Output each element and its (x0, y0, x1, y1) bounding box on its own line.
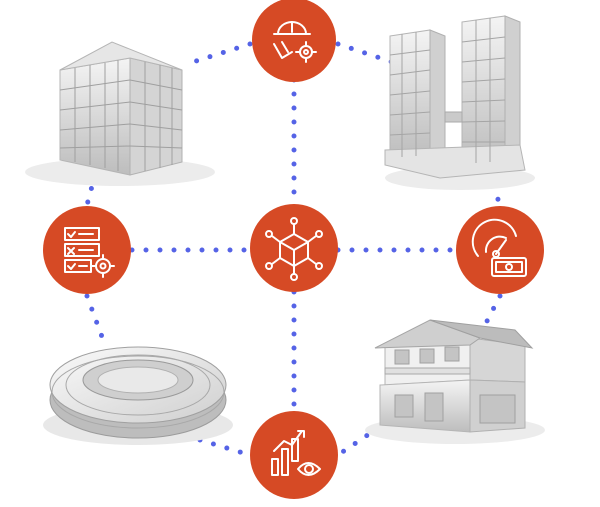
stadium-image (43, 346, 233, 445)
connector-top-towers (335, 41, 398, 66)
connector-right-house (482, 293, 503, 328)
node-center-model[interactable] (250, 204, 338, 292)
house-image (365, 319, 545, 444)
node-bottom-analytics[interactable] (250, 411, 338, 499)
office-building-image (25, 41, 215, 186)
gauge-money-icon (471, 218, 527, 277)
3d-cube-network-icon (265, 217, 323, 281)
node-top-safety[interactable] (252, 0, 336, 82)
checklist-gear-icon (64, 227, 115, 278)
bar-chart-eye-icon (271, 430, 321, 476)
hard-hat-gear-icon (273, 21, 317, 63)
node-left-planning[interactable] (43, 206, 131, 294)
connector-officebuilding-left (84, 172, 98, 208)
connector-left-stadium (84, 293, 108, 348)
node-right-cost[interactable] (456, 206, 544, 294)
connector-stadium-bottom (197, 437, 253, 458)
twin-towers-image (384, 15, 535, 190)
connector-top-officebuilding (187, 41, 253, 66)
